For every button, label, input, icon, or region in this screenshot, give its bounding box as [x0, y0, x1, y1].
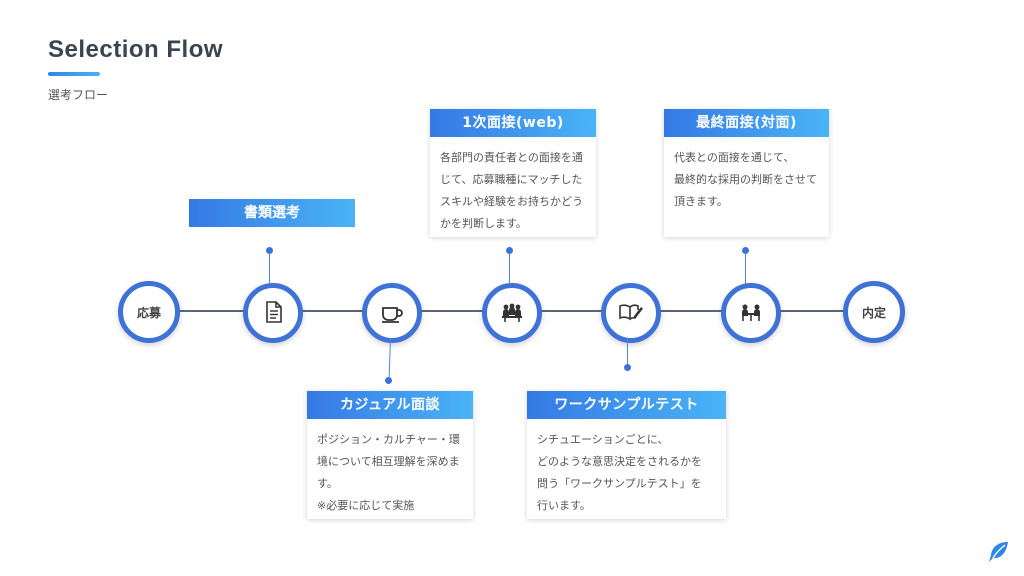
step-casual-interview-line: ※必要に応じて実施	[317, 499, 415, 512]
end-label: 内定	[861, 305, 886, 320]
step-work-sample-line: 行います。	[537, 499, 591, 512]
step-casual-interview-body: ポジション・カルチャー・環 境について相互理解を深めま す。 ※必要に応じて実施	[307, 419, 473, 527]
document-icon	[260, 299, 286, 328]
connector-dot-document	[266, 247, 273, 254]
step-final-interview-body: 代表との面接を通じて、 最終的な採用の判断をさせて 頂きます。	[664, 137, 829, 223]
step-final-interview-line: 最終的な採用の判断をさせて	[674, 173, 817, 186]
step-casual-interview-line: す。	[317, 477, 338, 490]
connector-line-work-sample	[627, 338, 628, 367]
step-first-interview-card: 1次面接(web) 各部門の責任者との面接を通 じて、応募職種にマッチした スキ…	[430, 109, 596, 237]
open-book-pen-icon	[618, 299, 644, 328]
step-first-interview-line: スキルや経験をお持ちかどう	[440, 195, 583, 208]
connector-line-casual	[388, 337, 391, 379]
step-first-interview-line: じて、応募職種にマッチした	[440, 173, 583, 186]
step-first-interview-body: 各部門の責任者との面接を通 じて、応募職種にマッチした スキルや経験をお持ちかど…	[430, 137, 596, 245]
step-first-interview-line: 各部門の責任者との面接を通	[440, 151, 583, 164]
step-final-interview-line: 代表との面接を通じて、	[674, 151, 795, 164]
timeline-node-work-sample	[601, 283, 661, 343]
step-final-interview-title: 最終面接(対面)	[664, 109, 829, 137]
step-work-sample-line: 問う「ワークサンプルテスト」を	[537, 477, 702, 490]
page-subtitle: 選考フロー	[48, 88, 109, 102]
connector-line-document	[269, 254, 270, 284]
step-casual-interview-card: カジュアル面談 ポジション・カルチャー・環 境について相互理解を深めま す。 ※…	[307, 391, 473, 519]
page-title: Selection Flow	[48, 36, 224, 63]
step-work-sample-card: ワークサンプルテスト シチュエーションごとに、 どのような意思決定をされるかを …	[527, 391, 726, 519]
title-underline	[48, 72, 100, 76]
step-first-interview-title: 1次面接(web)	[430, 109, 596, 137]
meeting-pair-icon	[738, 299, 764, 328]
step-work-sample-title: ワークサンプルテスト	[527, 391, 726, 419]
connector-line-final	[745, 254, 746, 284]
step-first-interview-line: かを判断します。	[440, 217, 527, 230]
step-casual-interview-line: 境について相互理解を深めま	[317, 455, 460, 468]
step-casual-interview-line: ポジション・カルチャー・環	[317, 433, 460, 446]
connector-dot-first	[506, 247, 513, 254]
timeline-node-end: 内定	[843, 281, 905, 343]
leaf-logo-icon	[988, 540, 1010, 564]
timeline-node-first-interview	[482, 283, 542, 343]
step-work-sample-line: シチュエーションごとに、	[537, 433, 669, 446]
timeline-node-final-interview	[721, 283, 781, 343]
step-document-screening-label: 書類選考	[189, 199, 355, 227]
coffee-cup-icon	[379, 299, 405, 328]
connector-line-first	[509, 254, 510, 284]
meeting-group-icon	[499, 299, 525, 328]
connector-dot-work-sample	[624, 364, 631, 371]
step-final-interview-line: 頂きます。	[674, 195, 728, 208]
step-work-sample-body: シチュエーションごとに、 どのような意思決定をされるかを 問う「ワークサンプルテ…	[527, 419, 726, 527]
step-final-interview-card: 最終面接(対面) 代表との面接を通じて、 最終的な採用の判断をさせて 頂きます。	[664, 109, 829, 237]
timeline-node-document-screening	[243, 283, 303, 343]
connector-dot-final	[742, 247, 749, 254]
step-work-sample-line: どのような意思決定をされるかを	[537, 455, 702, 468]
step-casual-interview-title: カジュアル面談	[307, 391, 473, 419]
timeline-node-casual-interview	[362, 283, 422, 343]
connector-dot-casual	[385, 377, 392, 384]
timeline-node-start: 応募	[118, 281, 180, 343]
start-label: 応募	[136, 305, 161, 320]
